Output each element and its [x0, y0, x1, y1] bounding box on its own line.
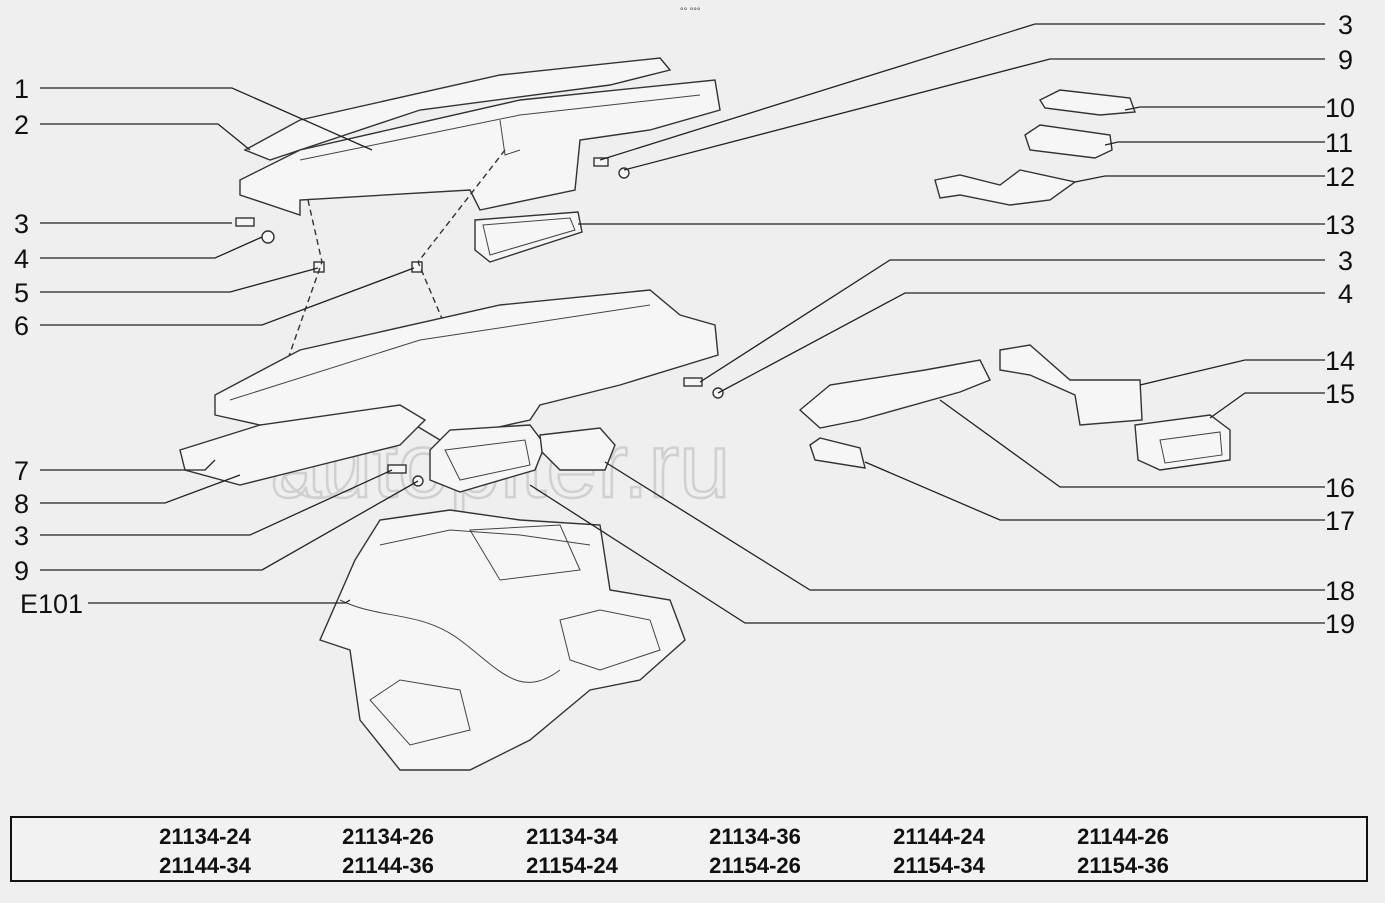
callouts-left: 1 2 3 4 5 6 7 8 3 9 E101	[14, 74, 83, 619]
callout-4: 4	[14, 244, 29, 274]
callout-17: 17	[1325, 506, 1355, 536]
callout-1: 1	[14, 74, 29, 104]
callout-6: 6	[14, 311, 29, 341]
upper-dashboard-parts	[239, 57, 721, 263]
callout-10: 10	[1325, 93, 1355, 123]
callout-19: 19	[1325, 609, 1355, 639]
right-vent-parts	[934, 89, 1136, 206]
callout-14: 14	[1325, 346, 1355, 376]
model-cell: 21134-34	[526, 824, 618, 849]
callout-3b: 3	[14, 521, 29, 551]
model-cell: 21144-26	[1077, 824, 1169, 849]
model-cell: 21134-36	[709, 824, 801, 849]
model-cell: 21134-24	[159, 824, 251, 849]
callout-r3: 3	[1338, 10, 1353, 40]
callout-15: 15	[1325, 379, 1355, 409]
callout-7: 7	[14, 456, 29, 486]
callout-r9: 9	[1338, 45, 1353, 75]
callout-13: 13	[1325, 210, 1355, 240]
callout-5: 5	[14, 278, 29, 308]
leader-lines-left	[40, 87, 419, 604]
callout-r4: 4	[1338, 279, 1353, 309]
model-cell: 21154-34	[893, 853, 985, 878]
model-applicability-table: 21134-24 21134-26 21134-34 21134-36 2114…	[10, 816, 1368, 882]
callout-2: 2	[14, 110, 29, 140]
model-cell: 21154-26	[709, 853, 801, 878]
model-cell: 21144-24	[893, 824, 985, 849]
model-cell: 21144-36	[342, 853, 434, 878]
lower-dashboard-parts	[179, 289, 724, 493]
leader-lines-right	[529, 23, 1325, 624]
model-cell: 21154-36	[1077, 853, 1169, 878]
assembly-lines	[269, 149, 506, 411]
callout-11: 11	[1325, 128, 1353, 158]
callout-12: 12	[1325, 162, 1355, 192]
heater-unit	[319, 509, 686, 771]
right-ducts	[798, 344, 1231, 471]
callout-r3b: 3	[1338, 246, 1353, 276]
model-cell: 21144-34	[159, 853, 251, 878]
callout-16: 16	[1325, 473, 1355, 503]
top-mark: °° °°°	[680, 6, 701, 16]
model-cell: 21134-26	[342, 824, 434, 849]
callout-18: 18	[1325, 576, 1355, 606]
callout-e101: E101	[20, 589, 83, 619]
fasteners-left	[235, 157, 630, 273]
callouts-right: 3 9 10 11 12 13 3 4 14 15 16 17 18 19	[1325, 10, 1355, 639]
callout-8: 8	[14, 489, 29, 519]
callout-9: 9	[14, 556, 29, 586]
model-cell: 21154-24	[526, 853, 618, 878]
callout-3: 3	[14, 209, 29, 239]
